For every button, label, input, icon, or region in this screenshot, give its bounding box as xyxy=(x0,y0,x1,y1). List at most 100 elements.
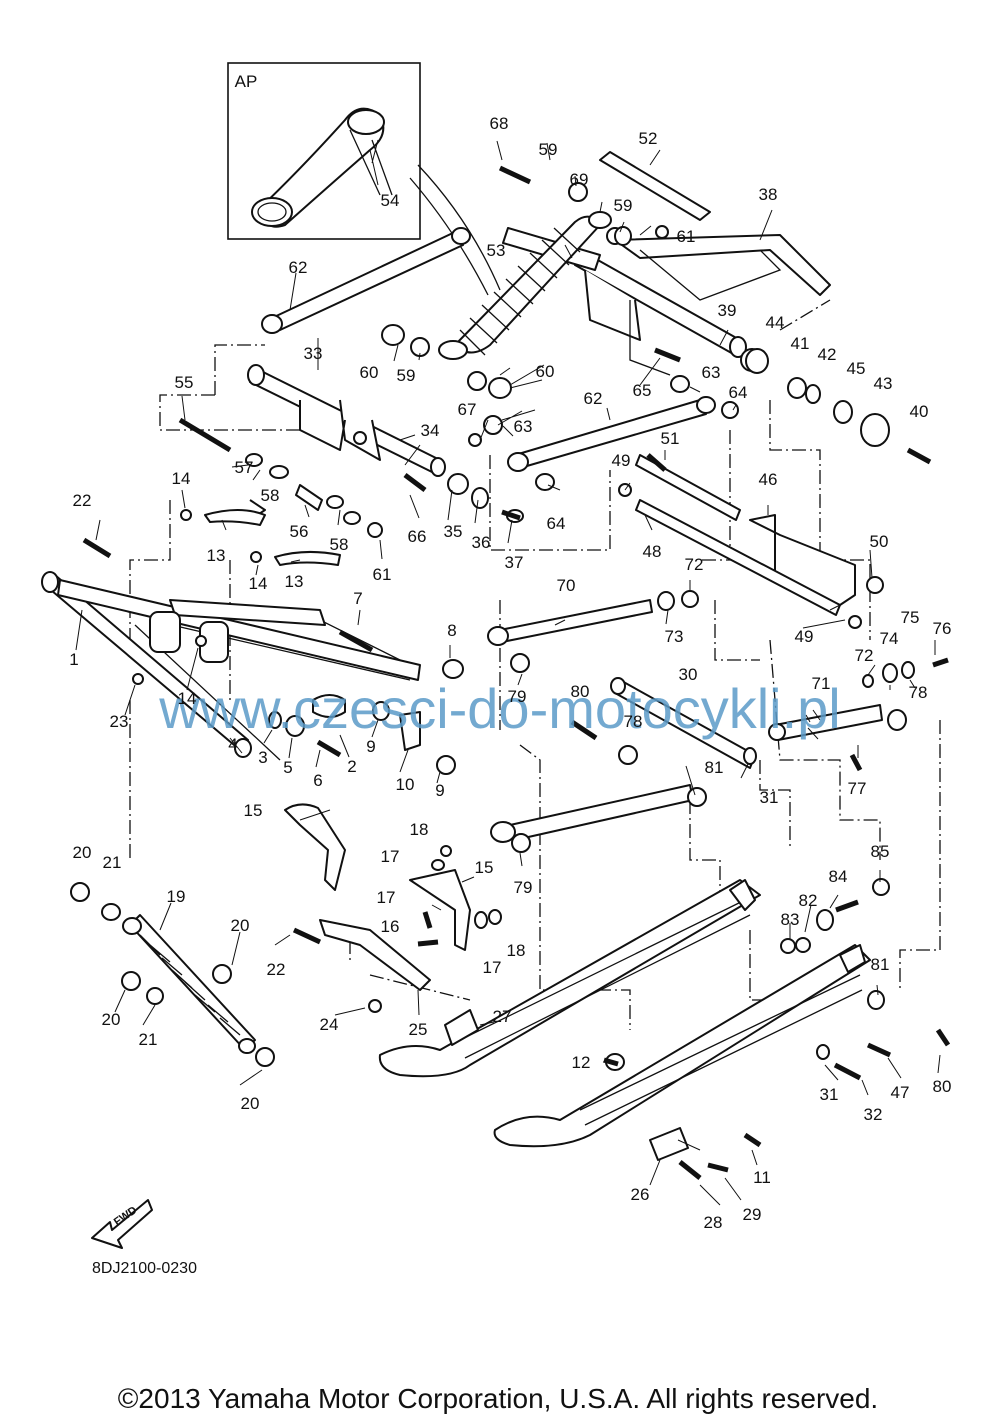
callout-17: 17 xyxy=(377,888,396,907)
callout-32: 32 xyxy=(864,1105,883,1124)
callout-37: 37 xyxy=(505,553,524,572)
callout-81: 81 xyxy=(871,955,890,974)
callout-3: 3 xyxy=(258,748,267,767)
callout-18: 18 xyxy=(507,941,526,960)
callout-64: 64 xyxy=(547,514,566,533)
callout-13: 13 xyxy=(207,546,226,565)
callout-63: 63 xyxy=(702,363,721,382)
callout-60: 60 xyxy=(536,362,555,381)
callout-68: 68 xyxy=(490,114,509,133)
rods-70-30 xyxy=(487,599,883,843)
callout-77: 77 xyxy=(848,779,867,798)
callout-23: 23 xyxy=(110,712,129,731)
callout-60: 60 xyxy=(360,363,379,382)
callout-19: 19 xyxy=(167,887,186,906)
callout-57: 57 xyxy=(235,458,254,477)
callout-53: 53 xyxy=(487,241,506,260)
callout-25: 25 xyxy=(409,1020,428,1039)
callout-78: 78 xyxy=(624,712,643,731)
callout-49: 49 xyxy=(612,451,631,470)
watermark: www.czesci-do-motocykli.pl xyxy=(158,677,841,740)
callout-11: 11 xyxy=(753,1168,771,1187)
callout-52: 52 xyxy=(639,129,658,148)
callout-14: 14 xyxy=(249,574,268,593)
callout-63: 63 xyxy=(514,417,533,436)
callout-34: 34 xyxy=(421,421,440,440)
slide-rails xyxy=(378,879,871,1148)
callout-58: 58 xyxy=(330,535,349,554)
callout-59: 59 xyxy=(614,196,633,215)
callout-78: 78 xyxy=(909,683,928,702)
callout-22: 22 xyxy=(73,491,92,510)
callout-9: 9 xyxy=(435,781,444,800)
callout-51: 51 xyxy=(661,429,680,448)
callout-73: 73 xyxy=(665,627,684,646)
callout-61: 61 xyxy=(677,227,696,246)
callout-67: 67 xyxy=(458,400,477,419)
callout-83: 83 xyxy=(781,910,800,929)
inset-label: AP xyxy=(235,72,258,91)
rear-arm-assembly xyxy=(574,151,831,376)
callout-43: 43 xyxy=(874,374,893,393)
callout-84: 84 xyxy=(829,867,848,886)
callout-81: 81 xyxy=(705,758,724,777)
bolts xyxy=(82,165,951,1180)
callout-82: 82 xyxy=(799,891,818,910)
callout-71: 71 xyxy=(812,674,831,693)
callout-69: 69 xyxy=(570,170,589,189)
callout-54: 54 xyxy=(381,191,400,210)
callout-40: 40 xyxy=(910,402,929,421)
callout-64: 64 xyxy=(729,383,748,402)
inset-ap: AP xyxy=(227,62,501,296)
callout-31: 31 xyxy=(760,788,779,807)
callout-46: 46 xyxy=(759,470,778,489)
callout-65: 65 xyxy=(633,381,652,400)
callout-59: 59 xyxy=(397,366,416,385)
copyright-notice: ©2013 Yamaha Motor Corporation, U.S.A. A… xyxy=(118,1383,878,1414)
callout-33: 33 xyxy=(304,344,323,363)
front-shock-19 xyxy=(122,914,256,1054)
callout-20: 20 xyxy=(231,916,250,935)
callout-49: 49 xyxy=(795,627,814,646)
callout-22: 22 xyxy=(267,960,286,979)
callout-27: 27 xyxy=(493,1007,512,1026)
callout-72: 72 xyxy=(855,646,874,665)
callout-17: 17 xyxy=(483,958,502,977)
callout-12: 12 xyxy=(572,1053,591,1072)
callout-17: 17 xyxy=(381,847,400,866)
callout-35: 35 xyxy=(444,522,463,541)
callout-36: 36 xyxy=(472,533,491,552)
control-rods xyxy=(261,227,716,472)
callout-75: 75 xyxy=(901,608,920,627)
callout-85: 85 xyxy=(871,842,890,861)
callout-79: 79 xyxy=(508,687,527,706)
callout-1: 1 xyxy=(69,650,78,669)
callout-26: 26 xyxy=(631,1185,650,1204)
callout-30: 30 xyxy=(679,665,698,684)
callout-14: 14 xyxy=(178,689,197,708)
callout-5: 5 xyxy=(283,758,292,777)
callout-2: 2 xyxy=(347,757,356,776)
callout-62: 62 xyxy=(289,258,308,277)
callout-80: 80 xyxy=(571,682,590,701)
callout-45: 45 xyxy=(847,359,866,378)
callout-13: 13 xyxy=(285,572,304,591)
small-parts xyxy=(70,182,915,1161)
callout-7: 7 xyxy=(353,589,362,608)
callout-48: 48 xyxy=(643,542,662,561)
front-arm-33 xyxy=(247,364,446,477)
callout-72: 72 xyxy=(685,555,704,574)
callout-50: 50 xyxy=(870,532,889,551)
callout-15: 15 xyxy=(244,801,263,820)
callout-29: 29 xyxy=(743,1205,762,1224)
callout-39: 39 xyxy=(718,301,737,320)
callout-59: 59 xyxy=(539,140,558,159)
callout-38: 38 xyxy=(759,185,778,204)
callout-labels: 1234567899101112131314141415151617171718… xyxy=(69,114,951,1232)
callout-24: 24 xyxy=(320,1015,339,1034)
callout-4: 4 xyxy=(228,735,237,754)
callout-80: 80 xyxy=(933,1077,952,1096)
callout-42: 42 xyxy=(818,345,837,364)
diagram-code: 8DJ2100-0230 xyxy=(92,1260,197,1277)
